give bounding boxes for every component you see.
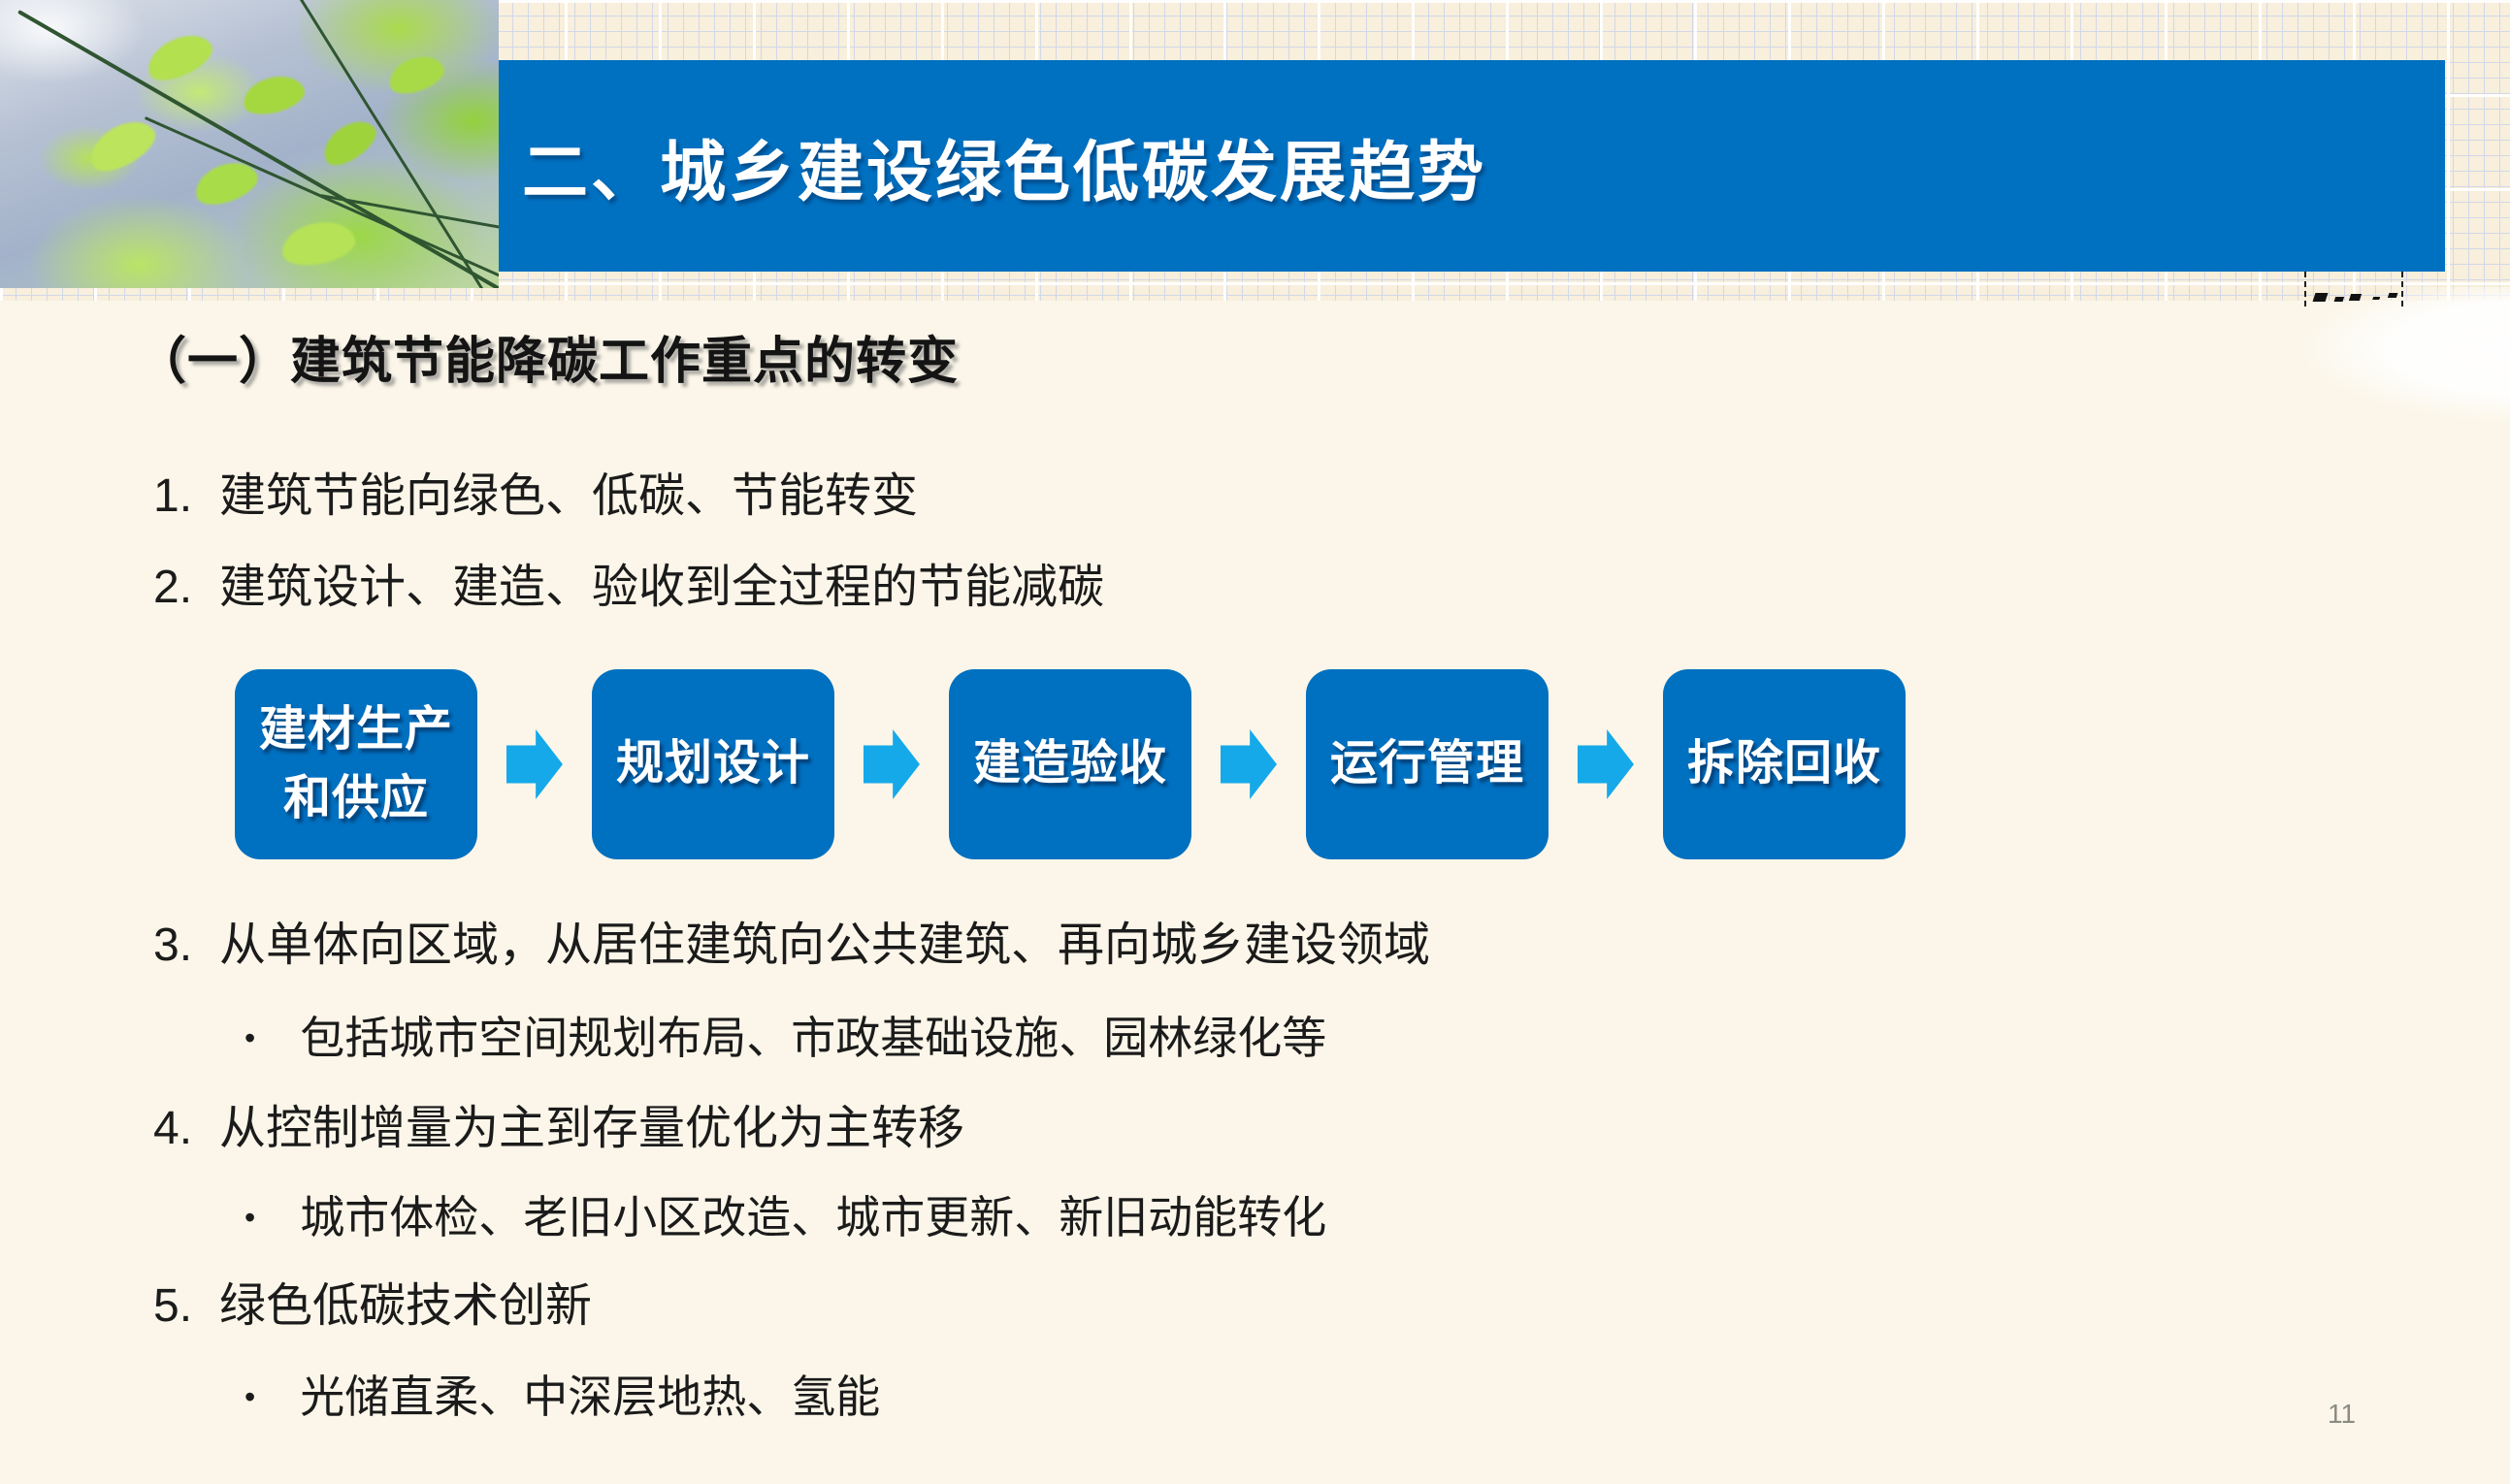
bullet-text: 光储直柔、中深层地热、氢能 <box>300 1371 881 1422</box>
bullet-text: 包括城市空间规划布局、市政基础设施、园林绿化等 <box>300 1013 1327 1063</box>
item-number: 5. <box>153 1280 193 1332</box>
item-number: 2. <box>153 562 193 613</box>
item-text: 建筑节能向绿色、低碳、节能转变 <box>219 470 919 522</box>
sub-bullet-5: • 光储直柔、中深层地热、氢能 <box>244 1371 880 1423</box>
flow-connector <box>834 729 949 799</box>
list-item-3: 3. 从单体向区域，从居住建筑向公共建筑、再向城乡建设领域 <box>153 919 1430 973</box>
bullet-dot: • <box>244 1020 256 1055</box>
flow-step-materials: 建材生产 和供应 <box>235 669 477 859</box>
item-text: 建筑设计、建造、验收到全过程的节能减碳 <box>219 562 1105 613</box>
bullet-dot: • <box>244 1200 256 1235</box>
list-item-5: 5. 绿色低碳技术创新 <box>153 1279 592 1334</box>
sub-bullet-3: • 包括城市空间规划布局、市政基础设施、园林绿化等 <box>244 1012 1326 1064</box>
item-number: 4. <box>153 1103 193 1154</box>
bullet-dot: • <box>244 1379 256 1414</box>
flow-step-label-line: 运行管理 <box>1329 737 1524 790</box>
slide-title: 二、城乡建设绿色低碳发展趋势 <box>522 135 1487 210</box>
flow-step-label-line: 建造验收 <box>972 737 1167 790</box>
flow-step-label-line: 和供应 <box>282 772 429 824</box>
item-text: 绿色低碳技术创新 <box>219 1280 593 1332</box>
arrow-right-icon <box>506 729 563 799</box>
title-banner: 二、城乡建设绿色低碳发展趋势 <box>499 60 2445 272</box>
leaf-shape <box>239 70 309 120</box>
leaf-shape <box>383 49 449 100</box>
flow-step-demolition: 拆除回收 <box>1663 669 1906 859</box>
flow-connector <box>1191 729 1306 799</box>
item-text: 从控制增量为主到存量优化为主转移 <box>219 1103 965 1154</box>
clipped-text-fragment <box>2304 272 2403 306</box>
bullet-text: 城市体检、老旧小区改造、城市更新、新旧动能转化 <box>300 1192 1327 1242</box>
leaf-shape <box>315 112 383 174</box>
page-number: 11 <box>2328 1399 2357 1429</box>
flow-step-label-line: 建材生产 <box>258 702 453 756</box>
item-number: 1. <box>153 470 193 522</box>
flow-step-label-line: 拆除回收 <box>1686 737 1881 790</box>
arrow-right-icon <box>1578 729 1634 799</box>
flow-step-planning: 规划设计 <box>592 669 834 859</box>
leaf-photo <box>0 0 499 288</box>
leaf-shape <box>277 215 359 272</box>
white-ellipse-decoration <box>2301 287 2510 423</box>
list-item-4: 4. 从控制增量为主到存量优化为主转移 <box>153 1102 964 1156</box>
glyph-sliver-marks <box>2312 293 2329 302</box>
flow-step-construction: 建造验收 <box>949 669 1191 859</box>
leaf-shape <box>141 25 218 89</box>
sub-bullet-4: • 城市体检、老旧小区改造、城市更新、新旧动能转化 <box>244 1191 1326 1243</box>
item-number: 3. <box>153 919 193 971</box>
flow-step-operation: 运行管理 <box>1306 669 1548 859</box>
arrow-right-icon <box>1221 729 1277 799</box>
section-heading: （一）建筑节能降碳工作重点的转变 <box>136 334 960 390</box>
list-item-1: 1. 建筑节能向绿色、低碳、节能转变 <box>153 469 918 524</box>
flow-connector <box>477 729 592 799</box>
item-text: 从单体向区域，从居住建筑向公共建筑、再向城乡建设领域 <box>219 919 1431 971</box>
branch-line <box>17 10 499 288</box>
arrow-right-icon <box>864 729 920 799</box>
flow-connector <box>1548 729 1663 799</box>
flow-step-label-line: 规划设计 <box>615 737 810 790</box>
list-item-2: 2. 建筑设计、建造、验收到全过程的节能减碳 <box>153 561 1104 615</box>
process-flow-diagram: 建材生产 和供应 规划设计 建造验收 运行管理 拆除回收 <box>235 669 1906 859</box>
branch-line <box>319 194 499 233</box>
